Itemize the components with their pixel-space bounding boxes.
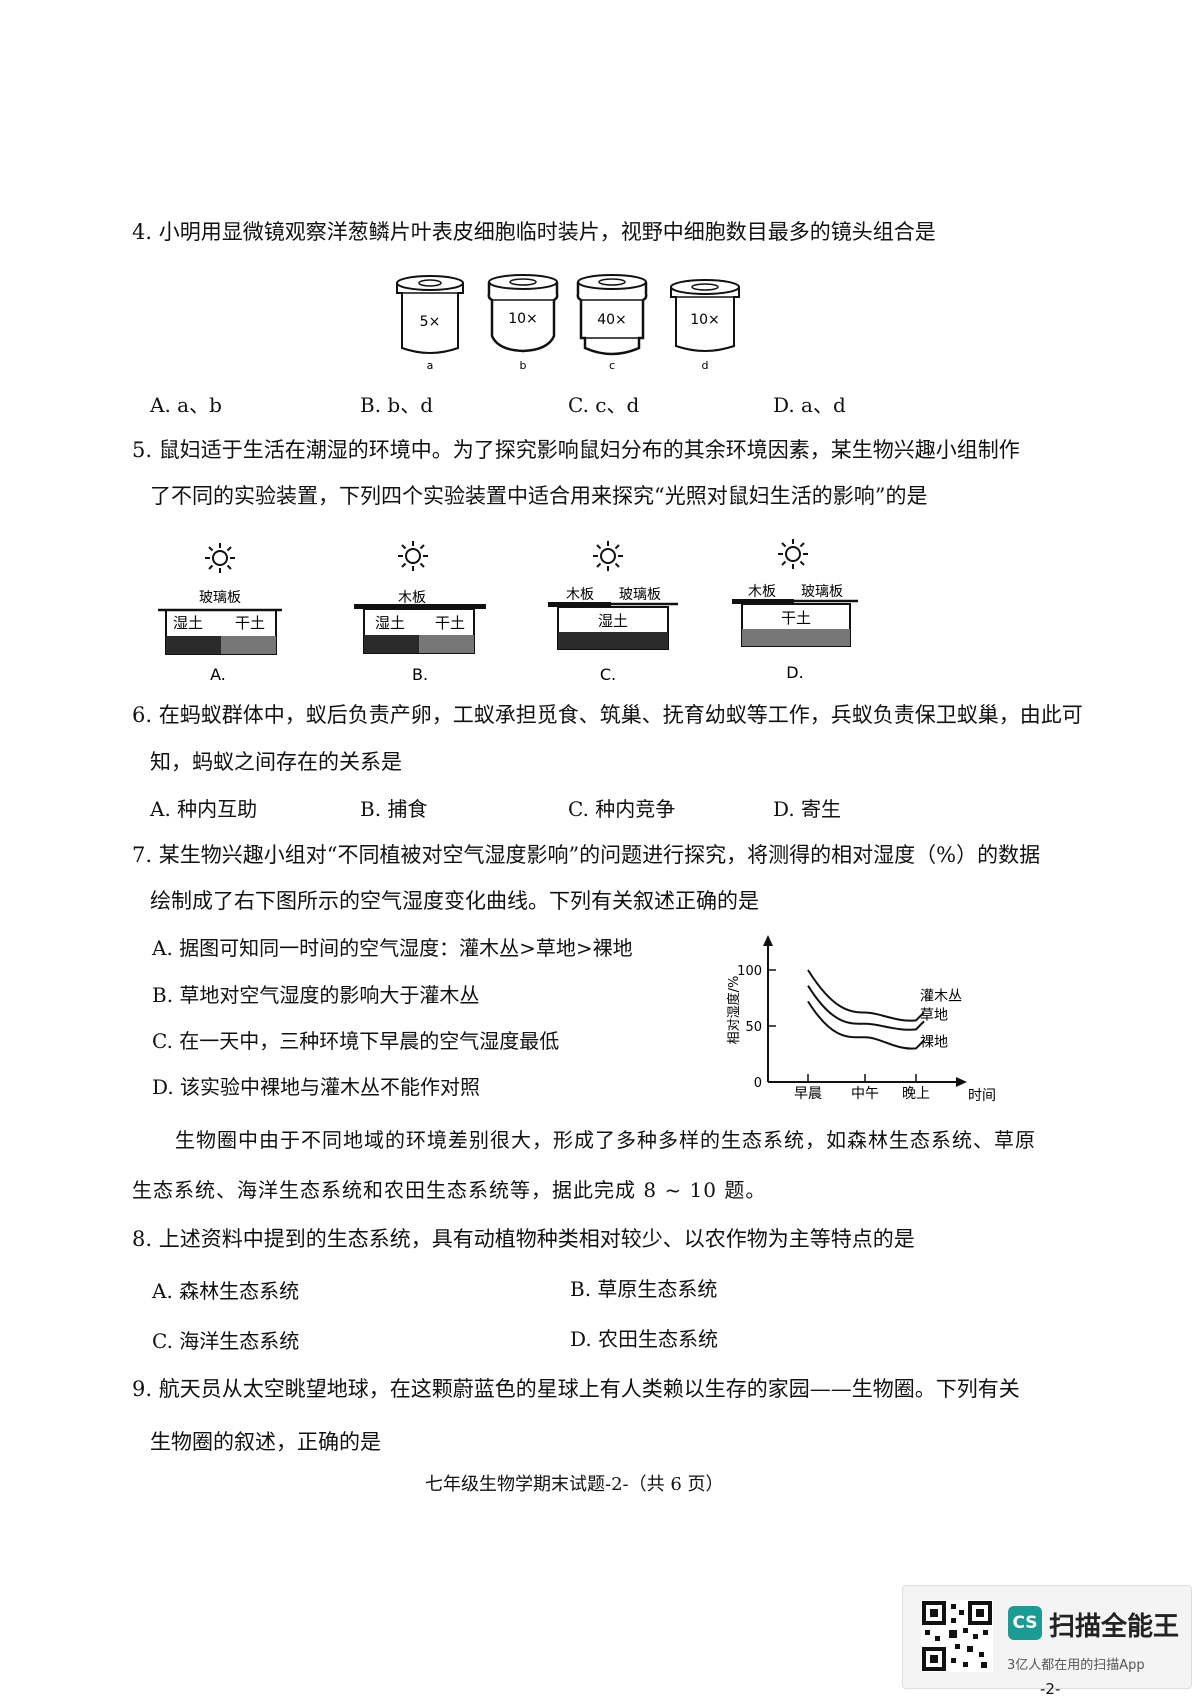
device-b-left: 湿土 — [375, 614, 405, 632]
lens-d-tag: d — [702, 359, 709, 372]
q6-stem-line2: 知，蚂蚁之间存在的关系是 — [150, 750, 402, 774]
series-label-2: 裸地 — [920, 1034, 948, 1050]
qr-code-icon — [921, 1600, 993, 1672]
camscanner-name: 扫描全能王 — [1049, 1612, 1180, 1642]
q6-option-c: C. 种内竞争 — [568, 797, 676, 821]
device-c: 木板 玻璃板 湿土 C. — [548, 540, 678, 684]
lens-a-tag: a — [427, 359, 434, 372]
sun-icon — [777, 538, 809, 570]
q5-stem-line2: 了不同的实验装置，下列四个实验装置中适合用来探究“光照对鼠妇生活的影响”的是 — [150, 484, 928, 508]
device-c-cover-left: 木板 — [566, 587, 594, 603]
scanner-badge: CS 扫描全能王 3亿人都在用的扫描App — [902, 1585, 1192, 1689]
series-line-0 — [807, 969, 925, 1022]
q4-option-d: D. a、d — [773, 393, 846, 417]
lens-c-tag: c — [609, 359, 615, 372]
q8-option-c: C. 海洋生态系统 — [152, 1329, 300, 1353]
y-tick-label: 100 — [737, 964, 762, 979]
lens-d: 10× d — [670, 279, 740, 372]
q7-stem-line1: 7. 某生物兴趣小组对“不同植被对空气湿度影响”的问题进行探究，将测得的相对湿度… — [132, 843, 1041, 867]
series-label-0: 灌木丛 — [920, 988, 962, 1004]
q7-option-a: A. 据图可知同一时间的空气湿度：灌木丛>草地>裸地 — [152, 936, 633, 960]
y-axis-arrow — [763, 935, 773, 946]
material-line1: 生物圈中由于不同地域的环境差别很大，形成了多种多样的生态系统，如森林生态系统、草… — [175, 1128, 1036, 1152]
device-d-label: D. — [786, 663, 803, 682]
q7-option-c: C. 在一天中，三种环境下早晨的空气湿度最低 — [152, 1029, 560, 1053]
device-a: 玻璃板 湿土 干土 A. — [158, 542, 282, 684]
x-tick-label: 早晨 — [794, 1086, 822, 1102]
q9-stem-line1: 9. 航天员从太空眺望地球，在这颗蔚蓝色的星球上有人类赖以生存的家园——生物圈。… — [132, 1377, 1020, 1401]
q8-stem: 8. 上述资料中提到的生态系统，具有动植物种类相对较少、以农作物为主等特点的是 — [132, 1227, 915, 1251]
y-axis-label: 相对湿度/% — [726, 976, 742, 1045]
q4-option-b: B. b、d — [360, 393, 434, 417]
series-label-1: 草地 — [920, 1007, 948, 1023]
q5-stem-line1: 5. 鼠妇适于生活在潮湿的环境中。为了探究影响鼠妇分布的其余环境因素，某生物兴趣… — [132, 438, 1020, 462]
q9-stem-line2: 生物圈的叙述，正确的是 — [150, 1430, 381, 1454]
device-d-soil: 干土 — [781, 609, 811, 627]
lens-figure: 5× a 10× b 40× c 10× d — [396, 274, 740, 372]
lens-b-tag: b — [520, 359, 527, 372]
sun-icon — [397, 540, 429, 572]
device-b-label: B. — [412, 665, 428, 684]
page-mark: -2- — [1040, 1680, 1061, 1698]
lens-c: 40× c — [576, 274, 648, 372]
q6-option-a: A. 种内互助 — [150, 797, 258, 821]
device-b-right: 干土 — [435, 614, 465, 632]
q7-option-d: D. 该实验中裸地与灌木丛不能作对照 — [152, 1075, 481, 1099]
q8-option-b: B. 草原生态系统 — [570, 1277, 718, 1301]
device-a-left: 湿土 — [173, 614, 203, 632]
device-b-cover: 木板 — [398, 590, 426, 606]
series-line-2 — [807, 1000, 925, 1050]
lens-b: 10× b — [487, 274, 559, 372]
q7-option-b: B. 草地对空气湿度的影响大于灌木丛 — [152, 983, 480, 1007]
device-d: 木板 玻璃板 干土 D. — [732, 538, 858, 682]
device-d-cover-left: 木板 — [748, 584, 776, 600]
q6-option-d: D. 寄生 — [773, 797, 842, 821]
q8-option-d: D. 农田生态系统 — [570, 1327, 719, 1351]
series-line-1 — [807, 985, 925, 1031]
device-figure: 玻璃板 湿土 干土 A. 木板 湿土 干土 B. 木板 玻璃板 湿土 C. 木板… — [158, 538, 858, 684]
lens-c-mag: 40× — [597, 312, 627, 328]
camscanner-logo-icon: CS — [1008, 1606, 1042, 1640]
q4-option-a: A. a、b — [150, 393, 222, 417]
x-axis-label: 时间 — [968, 1088, 996, 1104]
q4-stem: 4. 小明用显微镜观察洋葱鳞片叶表皮细胞临时装片，视野中细胞数目最多的镜头组合是 — [132, 220, 936, 244]
q6-option-b: B. 捕食 — [360, 797, 428, 821]
device-a-label: A. — [210, 665, 226, 684]
y-tick-label: 50 — [745, 1020, 762, 1035]
x-tick-label: 中午 — [851, 1086, 879, 1102]
x-tick-label: 晚上 — [902, 1086, 930, 1102]
device-d-cover-right: 玻璃板 — [801, 583, 843, 600]
device-a-right: 干土 — [235, 614, 265, 632]
q8-option-a: A. 森林生态系统 — [152, 1279, 300, 1303]
lens-b-mag: 10× — [508, 311, 538, 327]
q6-stem-line1: 6. 在蚂蚁群体中，蚁后负责产卵，工蚁承担觅食、筑巢、抚育幼蚁等工作，兵蚁负责保… — [132, 703, 1083, 727]
sun-icon — [592, 540, 624, 572]
x-axis-arrow — [956, 1077, 967, 1087]
lens-a-mag: 5× — [420, 314, 441, 330]
y-tick-label: 0 — [754, 1076, 762, 1091]
device-c-label: C. — [600, 665, 616, 684]
q7-stem-line2: 绘制成了右下图所示的空气湿度变化曲线。下列有关叙述正确的是 — [150, 889, 759, 913]
device-b: 木板 湿土 干土 B. — [354, 540, 486, 684]
sun-icon — [204, 542, 236, 574]
camscanner-slogan: 3亿人都在用的扫描App — [1007, 1658, 1145, 1673]
lens-a: 5× a — [396, 275, 464, 372]
page-footer: 七年级生物学期末试题-2-（共 6 页） — [425, 1474, 724, 1495]
device-a-cover: 玻璃板 — [199, 589, 241, 606]
device-c-soil: 湿土 — [598, 612, 628, 630]
lens-d-mag: 10× — [690, 312, 720, 328]
q4-option-c: C. c、d — [568, 393, 640, 417]
device-c-cover-right: 玻璃板 — [619, 586, 661, 603]
material-line2: 生态系统、海洋生态系统和农田生态系统等，据此完成 8 ~ 10 题。 — [132, 1178, 767, 1202]
